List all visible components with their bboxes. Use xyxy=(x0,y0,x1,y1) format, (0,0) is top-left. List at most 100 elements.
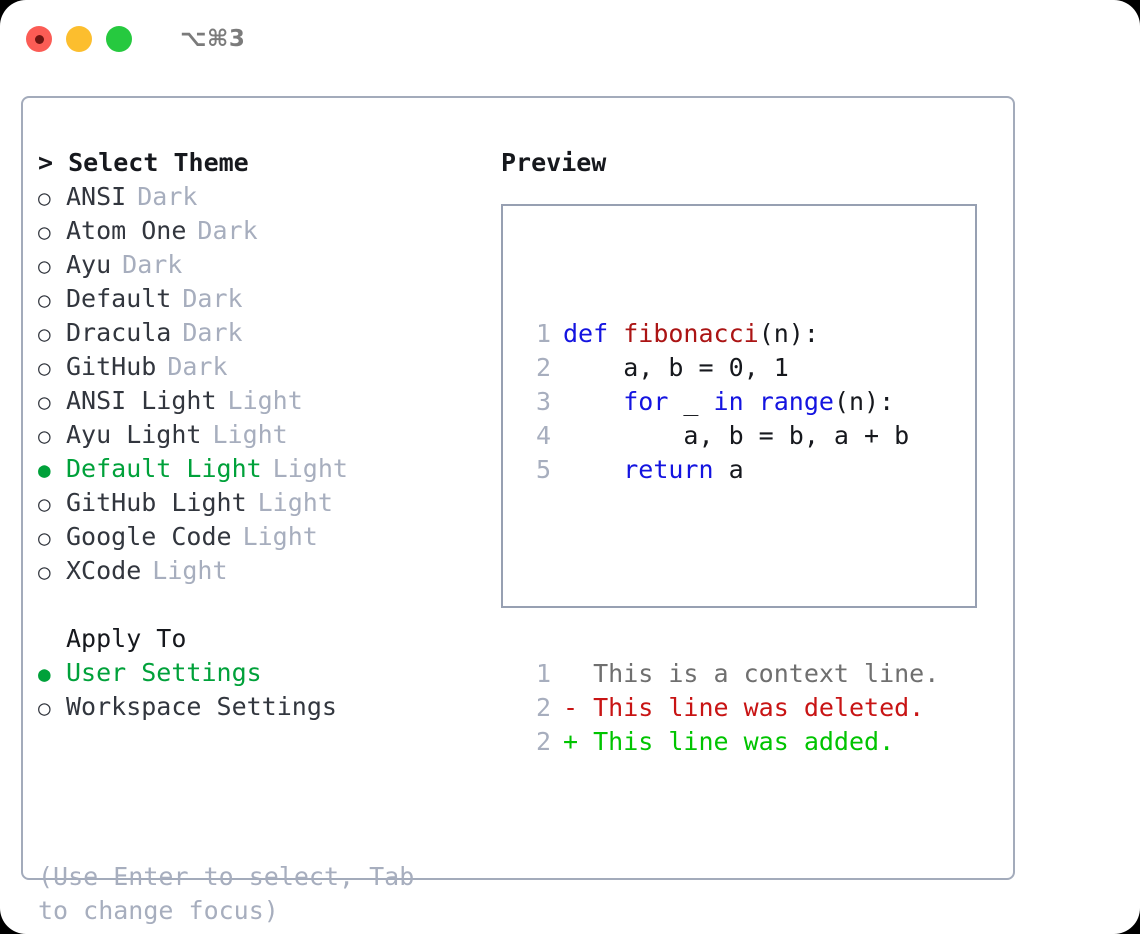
code-token-txt xyxy=(563,387,623,416)
theme-option-ayu[interactable]: ○ Ayu Dark xyxy=(38,248,493,282)
apply-to-option-label: Workspace Settings xyxy=(66,692,337,721)
code-line-number: 4 xyxy=(535,421,551,450)
code-token-txt: (n): xyxy=(833,387,895,416)
radio-unselected-icon: ○ xyxy=(38,322,51,346)
theme-option-label: GitHub Light xyxy=(66,488,247,517)
code-token-kw: return xyxy=(623,455,714,484)
theme-option-category: Dark xyxy=(122,250,183,279)
radio-unselected-icon: ○ xyxy=(38,288,51,312)
diff-marker xyxy=(563,657,593,691)
theme-option-default-light[interactable]: ● Default Light Light xyxy=(38,452,493,486)
code-line: 4 a, b = b, a + b xyxy=(523,419,939,453)
theme-option-label: GitHub xyxy=(66,352,157,381)
theme-option-ansi[interactable]: ○ ANSI Dark xyxy=(38,180,493,214)
code-line-text: for _ in range(n): xyxy=(563,385,894,419)
theme-option-category: Dark xyxy=(197,216,258,245)
diff-marker: - xyxy=(563,693,594,722)
radio-unselected-icon: ○ xyxy=(38,186,51,210)
code-line-text: a, b = 0, 1 xyxy=(563,351,789,385)
theme-option-category: Dark xyxy=(182,284,243,313)
apply-to-option-label: User Settings xyxy=(66,658,262,687)
theme-option-category: Light xyxy=(242,522,318,551)
radio-unselected-icon: ○ xyxy=(38,390,51,414)
diff-lines: 1 This is a context line.2- This line wa… xyxy=(523,657,939,759)
code-token-txt: _ xyxy=(668,387,714,416)
code-gap xyxy=(523,555,939,589)
close-button[interactable] xyxy=(26,26,52,52)
diff-line-text: This line was added. xyxy=(593,727,895,756)
code-token-kw: range xyxy=(758,387,834,416)
keyboard-hint-text: (Use Enter to select, Tab to change focu… xyxy=(38,862,430,925)
diff-marker: + xyxy=(563,727,594,756)
theme-option-label: Dracula xyxy=(66,318,172,347)
code-line-number: 2 xyxy=(535,353,551,382)
apply-to-list: ●User Settings○Workspace Settings xyxy=(38,656,493,724)
code-line-number: 1 xyxy=(535,319,551,348)
code-token-txt: a, b = 0, 1 xyxy=(563,353,789,382)
theme-option-label: Default Light xyxy=(66,454,262,483)
diff-line-number: 2 xyxy=(535,727,551,756)
apply-to-option-workspace-settings[interactable]: ○Workspace Settings xyxy=(38,690,493,724)
diff-line-ctx: 1 This is a context line. xyxy=(523,657,939,691)
theme-option-label: Atom One xyxy=(66,216,187,245)
diff-line-number: 1 xyxy=(535,659,551,688)
radio-unselected-icon: ○ xyxy=(38,492,51,516)
code-line: 2 a, b = 0, 1 xyxy=(523,351,939,385)
preview-title: Preview xyxy=(501,148,607,177)
theme-option-category: Light xyxy=(257,488,333,517)
apply-to-option-user-settings[interactable]: ●User Settings xyxy=(38,656,493,690)
theme-option-label: ANSI xyxy=(66,182,127,211)
theme-option-label: Default xyxy=(66,284,172,313)
code-token-txt: a, b = b, a + b xyxy=(563,421,910,450)
code-line-text: a, b = b, a + b xyxy=(563,419,909,453)
diff-line-number: 2 xyxy=(535,693,551,722)
code-token-txt: a xyxy=(713,455,744,484)
theme-option-category: Light xyxy=(212,420,288,449)
code-line-text: return a xyxy=(563,453,744,487)
radio-unselected-icon: ○ xyxy=(38,254,51,278)
theme-option-default[interactable]: ○ Default Dark xyxy=(38,282,493,316)
theme-option-github-light[interactable]: ○ GitHub Light Light xyxy=(38,486,493,520)
code-line: 1 def fibonacci(n): xyxy=(523,317,939,351)
theme-option-dracula[interactable]: ○ Dracula Dark xyxy=(38,316,493,350)
maximize-button[interactable] xyxy=(106,26,132,52)
theme-option-github[interactable]: ○ GitHub Dark xyxy=(38,350,493,384)
code-token-kw: def xyxy=(563,319,624,348)
code-token-txt: (n): xyxy=(758,319,819,348)
theme-option-label: Google Code xyxy=(66,522,232,551)
theme-option-category: Dark xyxy=(167,352,228,381)
theme-option-atom-one[interactable]: ○ Atom One Dark xyxy=(38,214,493,248)
theme-option-category: Light xyxy=(272,454,348,483)
theme-option-google-code[interactable]: ○ Google Code Light xyxy=(38,520,493,554)
radio-selected-icon: ● xyxy=(38,458,51,482)
minimize-button[interactable] xyxy=(66,26,92,52)
select-theme-header: > Select Theme xyxy=(38,148,249,177)
diff-line-del: 2- This line was deleted. xyxy=(523,691,939,725)
theme-option-category: Light xyxy=(152,556,228,585)
code-line-text: def fibonacci(n): xyxy=(563,317,819,351)
theme-option-label: Ayu xyxy=(66,250,112,279)
theme-option-category: Dark xyxy=(182,318,243,347)
radio-unselected-icon: ○ xyxy=(38,220,51,244)
diff-line-text: This line was deleted. xyxy=(593,693,925,722)
code-line-number: 5 xyxy=(535,455,551,484)
radio-unselected-icon: ○ xyxy=(38,356,51,380)
theme-option-label: XCode xyxy=(66,556,142,585)
keyboard-shortcut-label: ⌥⌘3 xyxy=(180,26,246,52)
list-spacer xyxy=(38,588,493,622)
apply-to-header: Apply To xyxy=(66,624,187,653)
code-line-number: 3 xyxy=(535,387,551,416)
theme-option-category: Light xyxy=(227,386,303,415)
radio-unselected-icon: ○ xyxy=(38,526,51,550)
theme-option-category: Dark xyxy=(137,182,198,211)
code-token-txt xyxy=(563,455,623,484)
code-token-kw: for xyxy=(623,387,669,416)
